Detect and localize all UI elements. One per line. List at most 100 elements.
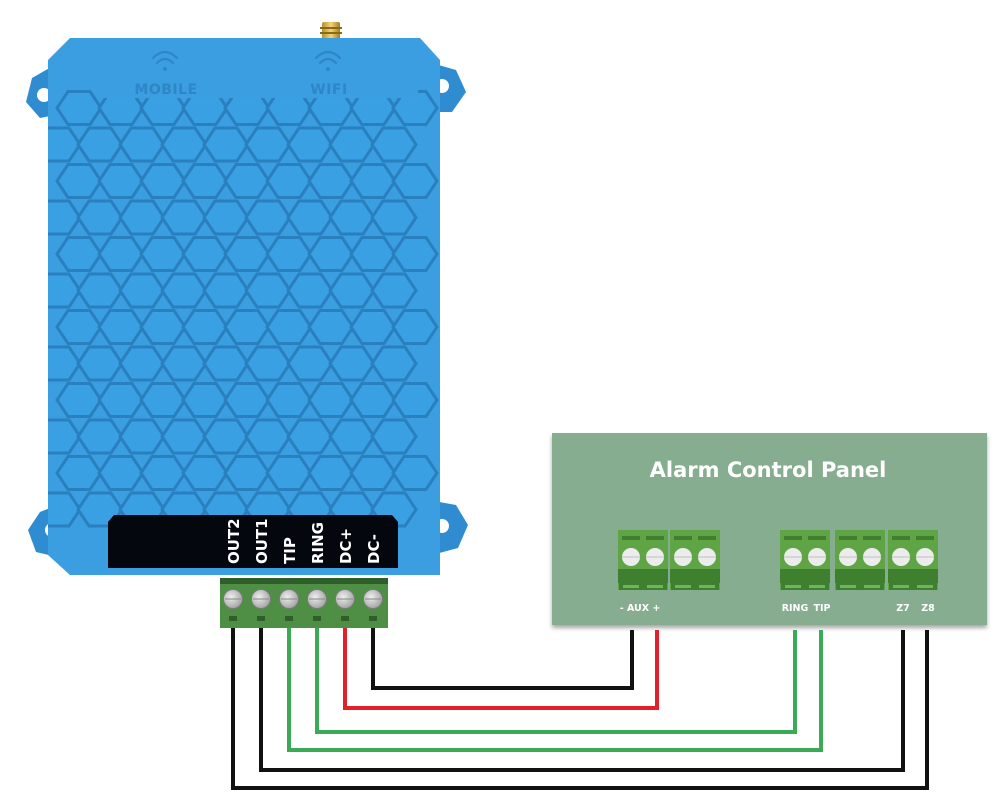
hex-cell	[391, 309, 439, 345]
mobile-signal-icon	[151, 50, 179, 71]
hex-cell	[160, 126, 208, 163]
wire-tip-to-tip	[287, 628, 823, 752]
hex-cell	[160, 345, 208, 382]
hex-cell	[55, 163, 103, 199]
label-panel-tip: TIP	[814, 603, 831, 614]
label-dc-minus: DC-	[365, 534, 383, 564]
hex-cell	[349, 309, 397, 345]
label-z7: Z7	[896, 603, 910, 614]
hex-cell	[391, 236, 439, 272]
hex-cell	[139, 309, 187, 345]
wifi-label: WIFI	[310, 82, 347, 98]
hex-cell	[118, 345, 166, 382]
wire-out2-to-z8	[231, 628, 929, 790]
hex-cell	[244, 345, 292, 382]
hex-cell	[202, 272, 250, 309]
hex-cell	[223, 236, 271, 272]
hex-cell	[328, 199, 376, 236]
hex-cell	[265, 309, 313, 345]
hex-cell	[55, 382, 103, 418]
hex-cell	[391, 382, 439, 418]
hex-cell	[55, 236, 103, 272]
hex-cell	[97, 309, 145, 345]
hex-cell	[223, 455, 271, 491]
hex-cell	[48, 491, 82, 528]
hex-cell	[244, 272, 292, 309]
hex-cell	[328, 126, 376, 163]
wire-entry	[369, 616, 377, 621]
hex-cell	[118, 199, 166, 236]
hex-cell	[328, 345, 376, 382]
hex-cell	[76, 199, 124, 236]
hex-cell	[160, 418, 208, 455]
wifi-signal-icon	[314, 50, 342, 71]
hex-cell	[118, 418, 166, 455]
hex-cell	[328, 272, 376, 309]
terminal-label-strip	[108, 515, 398, 568]
label-ring: RING	[309, 522, 327, 564]
hex-cell	[181, 455, 229, 491]
hex-cell	[181, 163, 229, 199]
hex-cell	[286, 199, 334, 236]
hex-cell	[97, 236, 145, 272]
label-tip: TIP	[281, 537, 299, 564]
hex-cell	[48, 418, 82, 455]
label-panel-ring: RING	[782, 603, 809, 614]
panel-board	[552, 433, 987, 625]
hex-cell	[307, 382, 355, 418]
hex-cell	[76, 418, 124, 455]
hex-cell	[202, 345, 250, 382]
hex-cell	[370, 345, 418, 382]
hex-cell	[139, 382, 187, 418]
hex-cell	[55, 455, 103, 491]
hex-cell	[48, 345, 82, 382]
device-terminal-labels: OUT2 OUT1 TIP RING DC+ DC-	[225, 518, 383, 564]
hex-cell	[97, 455, 145, 491]
hex-cell	[139, 163, 187, 199]
hex-cell	[349, 382, 397, 418]
hex-cell	[55, 90, 103, 126]
hex-cell	[76, 272, 124, 309]
hex-cell	[265, 455, 313, 491]
hex-cell	[265, 382, 313, 418]
hex-cell	[48, 126, 82, 163]
wire-entry	[341, 616, 349, 621]
hex-cell	[349, 163, 397, 199]
panel-terminal-blocks	[618, 530, 938, 590]
hex-cell	[202, 418, 250, 455]
hex-cell	[370, 199, 418, 236]
hex-cell	[307, 309, 355, 345]
label-z8: Z8	[921, 603, 935, 614]
hex-cell	[391, 90, 439, 126]
hex-cell	[160, 272, 208, 309]
hex-cell	[160, 199, 208, 236]
hex-cell	[55, 309, 103, 345]
label-aux: - AUX +	[620, 603, 661, 614]
mobile-emboss: MOBILE	[134, 50, 197, 98]
panel-terminal-block	[780, 530, 830, 590]
hex-cell	[202, 199, 250, 236]
hex-cell	[139, 455, 187, 491]
hex-cell	[286, 126, 334, 163]
hex-cell	[139, 236, 187, 272]
hex-cell	[307, 163, 355, 199]
wire-entry	[229, 616, 237, 621]
communicator-device: MOBILE WIFI OUT2 OUT1 TIP RING DC+ DC-	[26, 22, 468, 628]
hex-cell	[223, 382, 271, 418]
label-out2: OUT2	[225, 518, 243, 564]
hex-cell	[97, 163, 145, 199]
hex-cell	[244, 418, 292, 455]
hex-cell	[391, 455, 439, 491]
hex-cell	[181, 382, 229, 418]
wire-ring-to-ring	[315, 628, 797, 734]
hex-cell	[328, 418, 376, 455]
wifi-emboss: WIFI	[310, 50, 347, 98]
hex-cell	[118, 126, 166, 163]
hex-cell	[286, 272, 334, 309]
hex-cell	[244, 126, 292, 163]
antenna-connector-icon	[320, 22, 342, 40]
hex-cell	[349, 455, 397, 491]
hex-cell	[391, 163, 439, 199]
wire-entry	[257, 616, 265, 621]
device-top-plate	[82, 40, 418, 98]
